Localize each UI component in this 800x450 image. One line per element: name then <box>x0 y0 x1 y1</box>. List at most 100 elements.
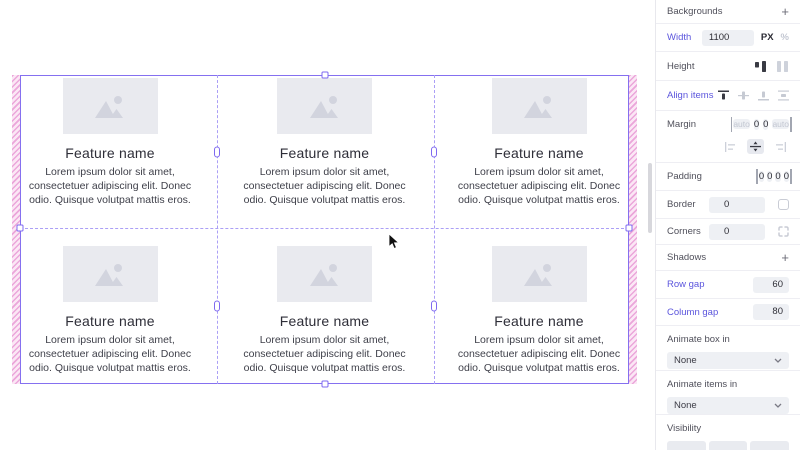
margin-bottom-input[interactable]: 0 <box>763 119 769 130</box>
visibility-option-button[interactable] <box>750 441 790 450</box>
corners-label: Corners <box>667 226 701 237</box>
margin-top-input[interactable]: 0 <box>753 119 760 130</box>
image-placeholder[interactable] <box>62 78 158 135</box>
scrollbar-thumb[interactable] <box>648 163 652 233</box>
margin-label: Margin <box>667 119 697 130</box>
row-gap-input[interactable]: 60 <box>753 276 789 293</box>
column-gap-label: Column gap <box>667 306 719 318</box>
padding-top-input[interactable]: 0 <box>767 171 773 182</box>
image-placeholder[interactable] <box>491 246 587 303</box>
feature-body: Lorem ipsum dolor sit amet, consectetuer… <box>28 166 192 207</box>
animate-items-row: Animate items in None <box>656 371 800 415</box>
center-vertical-button[interactable] <box>747 139 764 154</box>
animate-items-label: Animate items in <box>667 379 738 390</box>
feature-title: Feature name <box>494 313 584 330</box>
image-placeholder[interactable] <box>62 246 158 303</box>
align-stretch-icon[interactable] <box>778 90 789 101</box>
mouse-cursor <box>388 233 400 256</box>
padding-left-input[interactable]: 0 <box>758 171 765 182</box>
resize-handle-top[interactable] <box>321 71 329 79</box>
height-fill-icon[interactable] <box>776 60 789 72</box>
border-width-input[interactable]: 0 <box>709 196 765 213</box>
column-gap-handle[interactable] <box>214 300 220 312</box>
visibility-label: Visibility <box>667 423 702 434</box>
feature-card[interactable]: Feature name Lorem ipsum dolor sit amet,… <box>20 246 200 376</box>
image-placeholder-icon <box>95 264 123 287</box>
row-gap-row: Row gap 60 <box>656 271 800 299</box>
image-placeholder-icon <box>524 96 552 119</box>
add-background-button[interactable]: + <box>781 4 789 19</box>
resize-handle-right[interactable] <box>625 224 633 232</box>
margin-left-indicator <box>730 117 733 132</box>
corners-row: Corners 0 <box>656 219 800 245</box>
align-items-label: Align items <box>667 90 714 101</box>
feature-card[interactable]: Feature name Lorem ipsum dolor sit amet,… <box>449 78 629 208</box>
padding-label: Padding <box>667 171 702 182</box>
image-placeholder[interactable] <box>277 78 372 135</box>
align-top-icon[interactable] <box>718 90 729 101</box>
feature-card[interactable]: Feature name Lorem ipsum dolor sit amet,… <box>449 246 629 376</box>
corners-icon[interactable] <box>778 226 789 237</box>
resize-handle-left[interactable] <box>16 224 24 232</box>
column-gap-input[interactable]: 80 <box>753 304 789 320</box>
shadows-row: Shadows + <box>656 245 800 271</box>
image-placeholder-icon <box>524 264 552 287</box>
margin-left-input[interactable]: auto <box>733 119 750 129</box>
animate-box-select[interactable]: None <box>667 352 789 369</box>
visibility-row: Visibility <box>656 415 800 450</box>
align-left-icon <box>725 141 735 152</box>
chevron-down-icon <box>774 403 782 408</box>
width-label: Width <box>667 32 692 43</box>
margin-right-indicator <box>790 117 792 132</box>
margin-row: Margin auto 0 0 auto <box>656 111 800 163</box>
corner-radius-input[interactable]: 0 <box>709 223 765 240</box>
image-placeholder-icon <box>309 264 338 287</box>
row-gap-guide <box>20 228 629 229</box>
padding-right-input[interactable]: 0 <box>783 171 789 182</box>
column-gap-handle[interactable] <box>431 300 437 312</box>
height-hug-icon[interactable] <box>754 60 767 72</box>
feature-body: Lorem ipsum dolor sit amet, consectetuer… <box>457 166 621 207</box>
unit-percent-button[interactable]: % <box>780 32 789 43</box>
image-placeholder[interactable] <box>277 246 372 303</box>
image-placeholder[interactable] <box>491 78 587 135</box>
align-right-in-parent-button[interactable] <box>772 139 789 154</box>
align-bottom-icon[interactable] <box>758 90 769 101</box>
align-left-in-parent-button[interactable] <box>722 139 739 154</box>
backgrounds-row: Backgrounds + <box>656 0 800 24</box>
animate-box-row: Animate box in None <box>656 326 800 371</box>
feature-title: Feature name <box>65 313 155 330</box>
padding-right-indicator <box>790 169 792 184</box>
feature-body: Lorem ipsum dolor sit amet, consectetuer… <box>243 334 406 375</box>
feature-body: Lorem ipsum dolor sit amet, consectetuer… <box>243 166 406 207</box>
feature-title: Feature name <box>279 313 370 330</box>
width-input[interactable]: 1100 <box>701 29 754 46</box>
padding-left-indicator <box>756 169 758 184</box>
feature-body: Lorem ipsum dolor sit amet, consectetuer… <box>457 334 621 375</box>
visibility-option-button[interactable] <box>667 441 706 450</box>
animate-items-select[interactable]: None <box>667 397 789 414</box>
column-gap-handle[interactable] <box>214 146 220 158</box>
margin-hatch-right <box>629 75 637 384</box>
column-gap-handle[interactable] <box>431 146 437 158</box>
align-items-row: Align items <box>656 81 800 111</box>
padding-bottom-input[interactable]: 0 <box>775 171 781 182</box>
align-center-icon[interactable] <box>738 90 749 101</box>
border-row: Border 0 <box>656 191 800 219</box>
resize-handle-bottom[interactable] <box>321 380 329 388</box>
unit-px-button[interactable]: PX <box>760 32 774 43</box>
animate-box-value: None <box>674 355 697 366</box>
image-placeholder-icon <box>95 96 123 119</box>
feature-card[interactable]: Feature name Lorem ipsum dolor sit amet,… <box>235 78 415 208</box>
feature-card[interactable]: Feature name Lorem ipsum dolor sit amet,… <box>20 78 200 208</box>
visibility-option-button[interactable] <box>708 441 748 450</box>
border-label: Border <box>667 199 696 210</box>
add-shadow-button[interactable]: + <box>781 250 789 265</box>
column-gap-guide <box>217 75 218 384</box>
feature-grid[interactable]: Feature name Lorem ipsum dolor sit amet,… <box>20 75 629 384</box>
border-style-icon[interactable] <box>778 199 789 210</box>
height-label: Height <box>667 60 695 72</box>
chevron-down-icon <box>774 358 782 363</box>
margin-right-input[interactable]: auto <box>772 119 789 129</box>
feature-card[interactable]: Feature name Lorem ipsum dolor sit amet,… <box>235 246 415 376</box>
